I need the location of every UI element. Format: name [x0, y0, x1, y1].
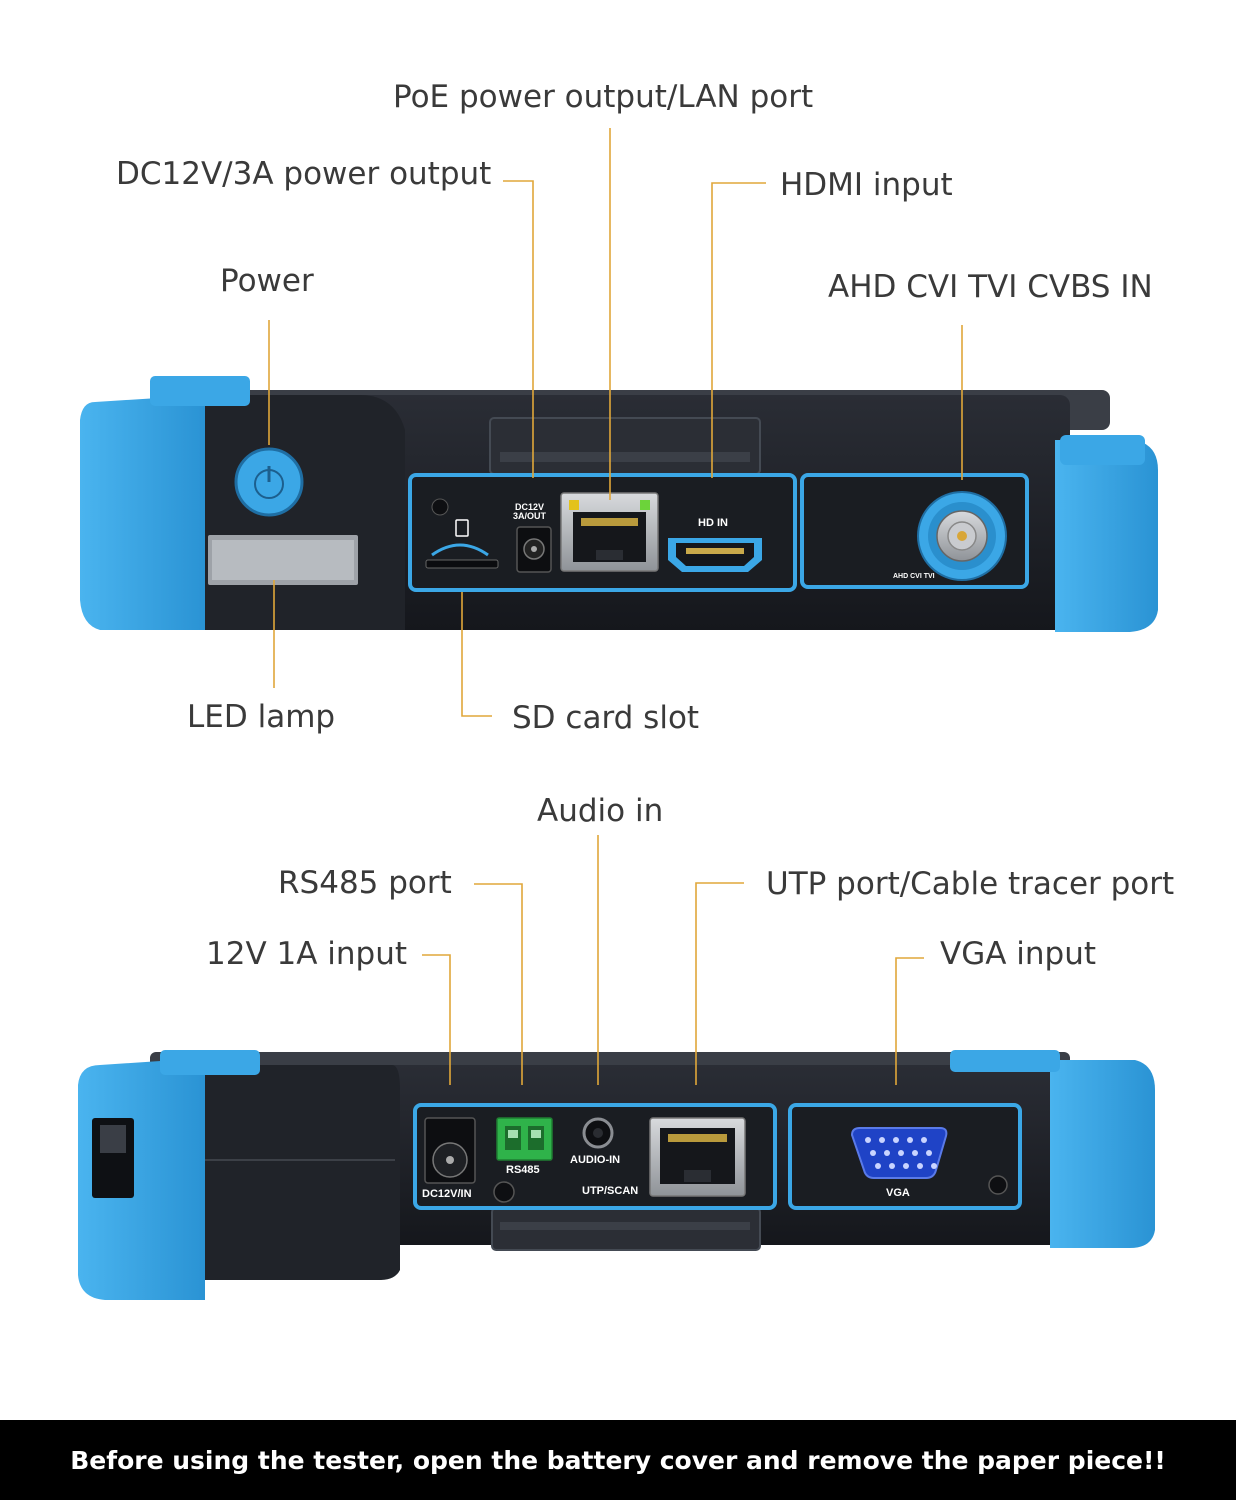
port-label-audio: AUDIO-IN [570, 1154, 621, 1166]
callout-dc12v-out: DC12V/3A power output [116, 156, 492, 192]
sd-card-icon [431, 519, 489, 557]
dc-jack-icon[interactable] [424, 1117, 476, 1184]
vga-pin [898, 1150, 904, 1156]
vga-pin [865, 1137, 871, 1143]
port-label-rs485: RS485 [506, 1164, 540, 1176]
leader-dc12v-out [503, 180, 534, 478]
leader-dcin [422, 954, 451, 1085]
callout-poe-lan: PoE power output/LAN port [393, 79, 814, 115]
callout-led: LED lamp [187, 699, 336, 735]
vga-pin [903, 1163, 909, 1169]
port-label-vga: VGA [886, 1187, 910, 1199]
port-label-dc12v-out: DC12V 3A/OUT [513, 502, 547, 522]
vga-pin [879, 1137, 885, 1143]
top-device-view [80, 376, 1158, 632]
vga-pin [893, 1137, 899, 1143]
leader-sd [461, 592, 492, 717]
bnc-connector-icon[interactable] [917, 491, 1007, 581]
sd-card-slot[interactable] [425, 559, 499, 569]
vga-pin [884, 1150, 890, 1156]
port-label-dcin: DC12V/IN [422, 1188, 472, 1200]
bottom-right-bumper [1050, 1060, 1155, 1248]
port-label-hdmi: HD IN [698, 517, 728, 529]
port-label-utp: UTP/SCAN [582, 1185, 639, 1197]
hdmi-port-icon[interactable] [668, 538, 762, 572]
top-right-bumper [1055, 440, 1158, 632]
callout-rs485: RS485 port [278, 865, 452, 901]
vga-pin [921, 1137, 927, 1143]
vga-pin [907, 1137, 913, 1143]
vga-pin [917, 1163, 923, 1169]
port-label-ahd: AHD CVI TVI [893, 573, 935, 580]
footer-notice-text: Before using the tester, open the batter… [70, 1445, 1166, 1475]
footer-notice-bar: Before using the tester, open the batter… [0, 1420, 1236, 1500]
rj45-port-icon[interactable] [649, 1117, 746, 1197]
leader-vga [895, 957, 924, 1085]
callout-power: Power [220, 263, 314, 299]
vga-pin [870, 1150, 876, 1156]
rj45-port-icon[interactable] [560, 492, 659, 572]
callout-utp: UTP port/Cable tracer port [766, 866, 1175, 902]
terminal-block-icon[interactable] [496, 1117, 553, 1161]
device-illustration [78, 376, 1158, 1300]
vga-pin [926, 1150, 932, 1156]
callout-dcin: 12V 1A input [206, 936, 408, 972]
vga-pin [889, 1163, 895, 1169]
leader-rs485 [474, 883, 523, 1085]
leader-utp [695, 882, 744, 1085]
leader-hdmi [711, 182, 766, 478]
bottom-raised-section [200, 1065, 400, 1280]
top-left-bumper [80, 395, 205, 630]
audio-jack-icon[interactable] [582, 1117, 614, 1149]
vga-pin [931, 1163, 937, 1169]
callout-vga: VGA input [940, 936, 1097, 972]
callout-audio: Audio in [537, 793, 664, 829]
vga-pin [875, 1163, 881, 1169]
callout-ahd: AHD CVI TVI CVBS IN [828, 269, 1153, 305]
callout-hdmi: HDMI input [780, 167, 953, 203]
callout-sd: SD card slot [512, 700, 700, 736]
vga-pin [912, 1150, 918, 1156]
bottom-device-view [78, 1050, 1155, 1300]
leader-lines [268, 128, 963, 1085]
